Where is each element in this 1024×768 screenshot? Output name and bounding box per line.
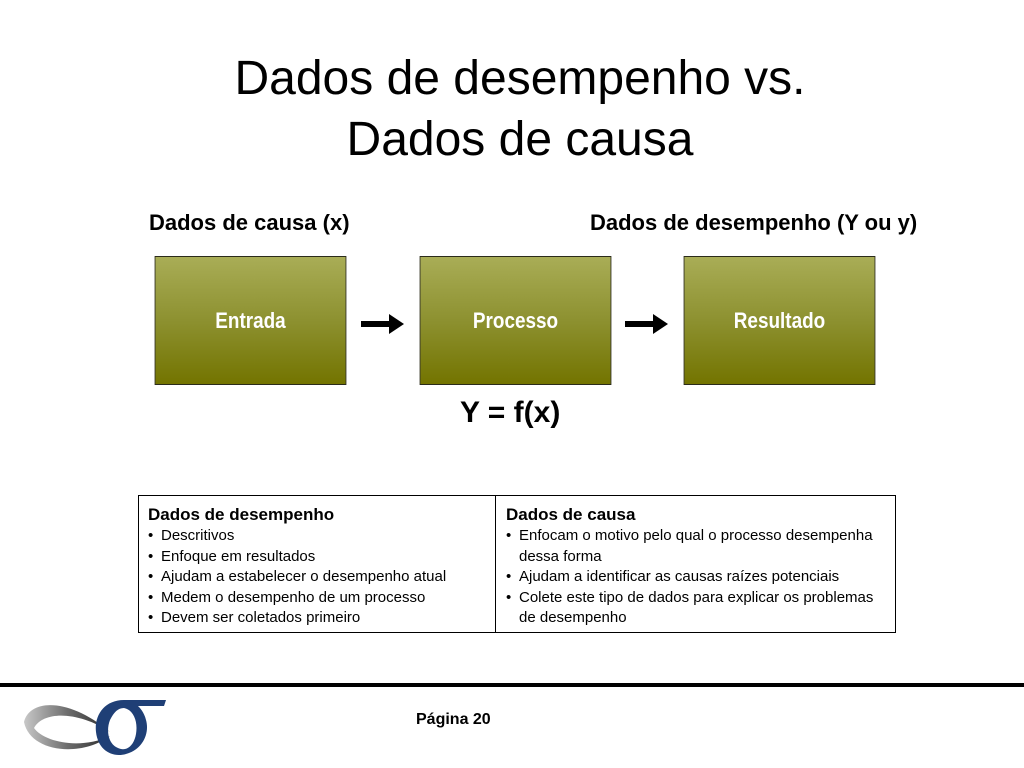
cause-data-list: Enfocam o motivo pelo qual o processo de… bbox=[506, 526, 887, 629]
comparison-table: Dados de desempenho Descritivos Enfoque … bbox=[138, 495, 896, 633]
list-item: Colete este tipo de dados para explicar … bbox=[506, 588, 887, 629]
list-item: Medem o desempenho de um processo bbox=[148, 588, 487, 609]
cause-data-label: Dados de causa (x) bbox=[149, 210, 350, 235]
list-item: Ajudam a estabelecer o desempenho atual bbox=[148, 567, 487, 588]
formula: Y = f(x) bbox=[460, 396, 561, 429]
list-item: Enfoque em resultados bbox=[148, 547, 487, 568]
list-item: Ajudam a identificar as causas raízes po… bbox=[506, 567, 887, 588]
arrow-input-to-process bbox=[361, 314, 404, 334]
title-line-2: Dados de causa bbox=[346, 113, 694, 166]
sigma-logo-icon bbox=[24, 700, 166, 756]
page-number: Página 20 bbox=[416, 711, 491, 728]
list-item: Descritivos bbox=[148, 526, 487, 547]
footer-divider bbox=[0, 683, 1024, 687]
slide-title: Dados de desempenho vs. Dados de causa bbox=[0, 48, 1024, 170]
input-box: Entrada bbox=[154, 256, 347, 385]
cause-data-column: Dados de causa Enfocam o motivo pelo qua… bbox=[496, 496, 895, 632]
result-box: Resultado bbox=[683, 256, 876, 385]
arrow-process-to-result bbox=[625, 314, 668, 334]
list-item: Enfocam o motivo pelo qual o processo de… bbox=[506, 526, 887, 567]
performance-data-list: Descritivos Enfoque em resultados Ajudam… bbox=[148, 526, 487, 629]
list-item: Devem ser coletados primeiro bbox=[148, 608, 487, 629]
cause-data-header: Dados de causa bbox=[506, 505, 636, 524]
performance-data-column: Dados de desempenho Descritivos Enfoque … bbox=[139, 496, 496, 632]
performance-data-header: Dados de desempenho bbox=[148, 505, 335, 524]
performance-data-label: Dados de desempenho (Y ou y) bbox=[590, 210, 918, 235]
process-box: Processo bbox=[419, 256, 612, 385]
title-line-1: Dados de desempenho vs. bbox=[234, 52, 806, 105]
